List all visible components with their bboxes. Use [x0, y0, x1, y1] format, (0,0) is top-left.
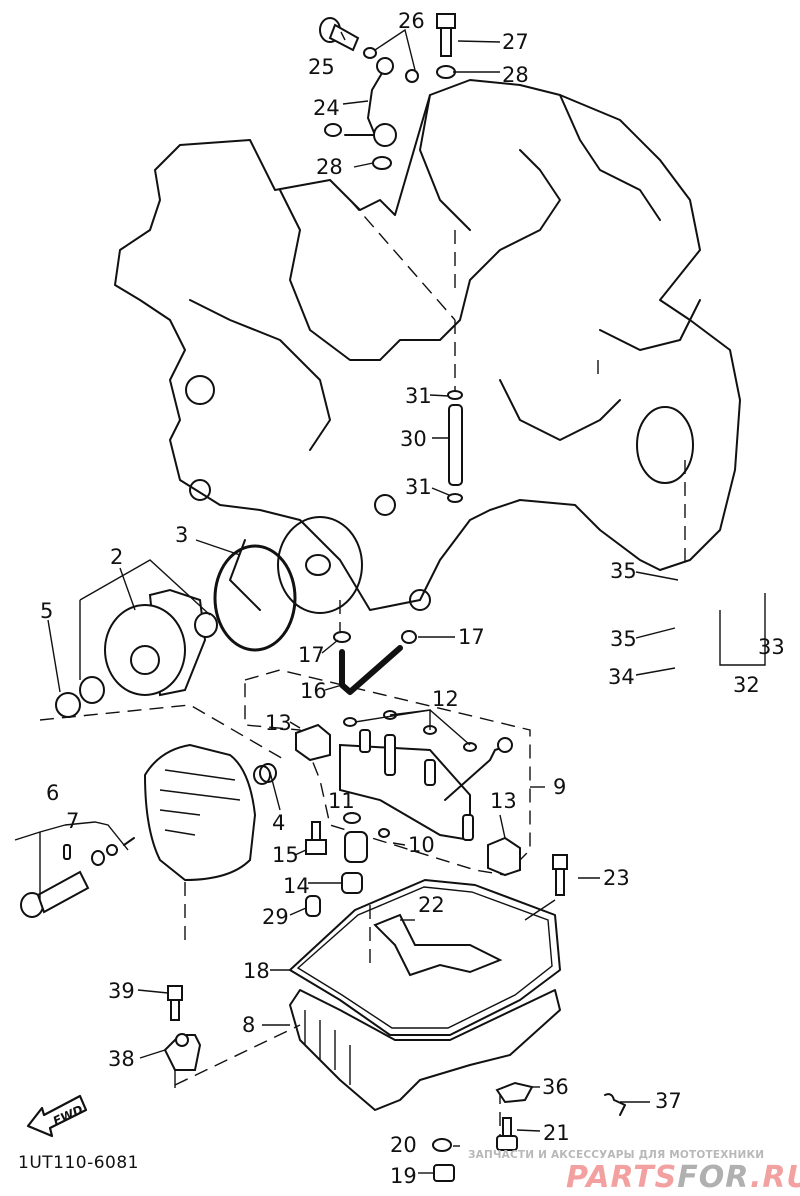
- callout-14: 14: [283, 874, 310, 898]
- forward-direction-arrow-icon: FWD: [26, 1094, 88, 1138]
- callout-16: 16: [300, 679, 327, 703]
- part-21-bolt: [496, 1117, 518, 1151]
- callout-29: 29: [262, 905, 289, 929]
- callout-24: 24: [313, 96, 340, 120]
- callout-3: 3: [175, 523, 188, 547]
- callout-36: 36: [542, 1075, 569, 1099]
- part-25-union-bolt: [319, 17, 360, 52]
- callout-20: 20: [390, 1133, 417, 1157]
- callout-15: 15: [272, 843, 299, 867]
- callout-17: 17: [458, 625, 485, 649]
- callout-17: 17: [298, 643, 325, 667]
- part-10-fitting: [344, 831, 368, 863]
- callout-6: 6: [46, 781, 59, 805]
- part-29-dowel: [305, 895, 321, 917]
- callout-7: 7: [66, 809, 79, 833]
- part-15-switch: [305, 821, 327, 855]
- part-13-block: [487, 836, 521, 877]
- callout-10: 10: [408, 833, 435, 857]
- part-37-clip: [604, 1093, 626, 1116]
- callout-13: 13: [490, 789, 517, 813]
- callout-22: 22: [418, 893, 445, 917]
- callout-28: 28: [316, 155, 343, 179]
- watermark-tagline: ЗАПЧАСТИ И АКСЕССУАРЫ ДЛЯ МОТОТЕХНИКИ: [468, 1149, 765, 1161]
- callout-33: 33: [758, 635, 785, 659]
- part-16-hose: [339, 645, 403, 695]
- callout-21: 21: [543, 1121, 570, 1145]
- callout-2: 2: [110, 545, 123, 569]
- callout-11: 11: [328, 789, 355, 813]
- part-18-gasket: [289, 879, 561, 1036]
- callout-9: 9: [553, 775, 566, 799]
- callout-26: 26: [398, 9, 425, 33]
- diagram-code: 1UT110-6081: [18, 1153, 139, 1173]
- engine-crankcase: [114, 79, 741, 614]
- part-28-washer: [436, 65, 456, 79]
- callout-19: 19: [390, 1164, 417, 1188]
- part-13-block: [295, 723, 331, 762]
- part-4-spring: [253, 763, 277, 785]
- watermark-brand-part2: FOR: [677, 1160, 750, 1195]
- callout-31: 31: [405, 475, 432, 499]
- watermark-brand: PARTSFOR.RU: [566, 1161, 800, 1195]
- part-11-o-ring: [343, 812, 361, 824]
- callout-27: 27: [502, 30, 529, 54]
- callout-5: 5: [40, 599, 53, 623]
- part-27-bolt: [436, 13, 456, 57]
- part-19-drain-bolt: [433, 1164, 455, 1182]
- watermark-brand-part3: .RU: [749, 1160, 800, 1195]
- part-24-oil-pipe: [344, 67, 386, 136]
- callout-25: 25: [308, 55, 335, 79]
- watermark-brand-part1: PARTS: [566, 1160, 678, 1195]
- part-23-bolt: [552, 854, 568, 896]
- callout-34: 34: [608, 665, 635, 689]
- callout-35: 35: [610, 559, 637, 583]
- part-20-gasket: [432, 1138, 452, 1152]
- callout-4: 4: [272, 811, 285, 835]
- part-30-pipe: [448, 404, 463, 486]
- callout-35: 35: [610, 627, 637, 651]
- callout-23: 23: [603, 866, 630, 890]
- part-28-washer: [372, 156, 392, 170]
- callout-31: 31: [405, 384, 432, 408]
- callout-13: 13: [265, 711, 292, 735]
- callout-32: 32: [733, 673, 760, 697]
- part-39-bolt: [167, 985, 183, 1021]
- part-31-o-ring: [447, 493, 463, 503]
- callout-37: 37: [655, 1089, 682, 1113]
- part-38-cover: [163, 1033, 202, 1071]
- part-9-strainer-assembly: [339, 729, 513, 842]
- part-2-oil-filter: [55, 588, 218, 718]
- leader-lines: [47, 28, 766, 1174]
- callout-39: 39: [108, 979, 135, 1003]
- filter-cover: [143, 743, 257, 882]
- callout-30: 30: [400, 427, 427, 451]
- part-22-baffle: [373, 913, 503, 977]
- part-8-oil-pan: [289, 989, 561, 1111]
- callout-8: 8: [242, 1013, 255, 1037]
- part-36-plate: [495, 1081, 534, 1104]
- callout-12: 12: [432, 687, 459, 711]
- part-26-washer: [363, 47, 377, 59]
- part-26-washer: [405, 69, 419, 83]
- callout-28: 28: [502, 63, 529, 87]
- part-3-o-ring: [213, 544, 297, 652]
- part-31-o-ring: [447, 390, 463, 400]
- callout-labels: 2 3 4 5 6 7 8 9 10 11 12 13 13 14 15 16 …: [40, 9, 785, 1188]
- callout-38: 38: [108, 1047, 135, 1071]
- part-10-o-ring: [378, 828, 390, 838]
- part-6-bolt: [20, 837, 135, 918]
- callout-18: 18: [243, 959, 270, 983]
- part-14-plug: [341, 872, 363, 894]
